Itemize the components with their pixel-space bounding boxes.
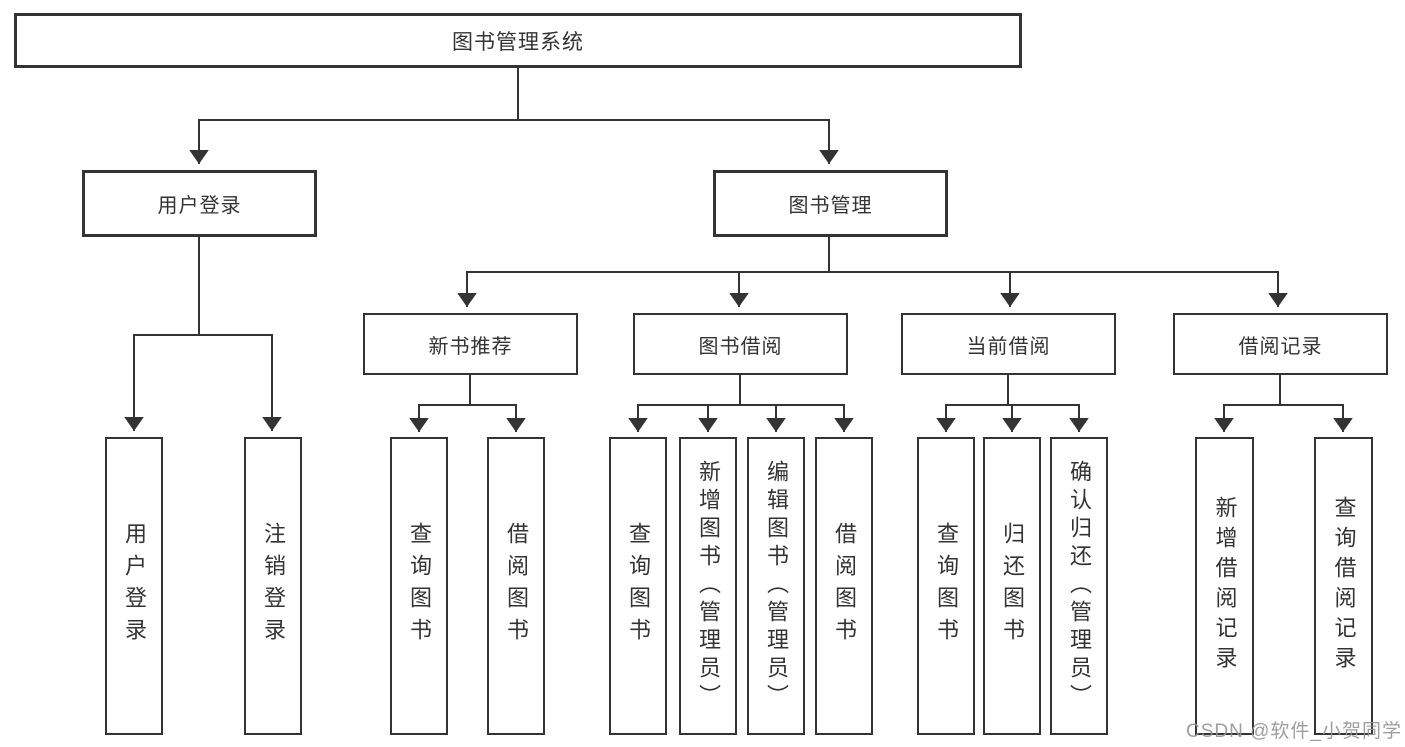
leaf-user-login: 用户登录 [105, 437, 163, 735]
leaf-current-return-books: 归还图书 [983, 437, 1041, 735]
node-book-borrowing: 图书借阅 [633, 313, 848, 375]
leaf-borrow-borrow-books: 借阅图书 [815, 437, 873, 735]
node-borrowing-records: 借阅记录 [1173, 313, 1388, 375]
leaf-logout-login: 注销登录 [244, 437, 302, 735]
watermark: CSDN @软件_小贺同学 [1186, 721, 1402, 742]
leaf-borrow-edit-books: 编辑图书（管理员） [747, 437, 805, 735]
node-book-management: 图书管理 [713, 170, 948, 237]
node-root: 图书管理系统 [14, 13, 1022, 68]
leaf-records-add-record: 新增借阅记录 [1195, 437, 1254, 735]
leaf-borrow-query-books: 查询图书 [609, 437, 667, 735]
leaf-current-query-books: 查询图书 [917, 437, 975, 735]
leaf-recommend-borrow-books: 借阅图书 [487, 437, 545, 735]
node-new-book-recommend: 新书推荐 [363, 313, 578, 375]
node-current-borrowing: 当前借阅 [901, 313, 1116, 375]
leaf-borrow-add-books: 新增图书（管理员） [679, 437, 737, 735]
node-user-login: 用户登录 [82, 170, 317, 237]
leaf-recommend-query-books: 查询图书 [390, 437, 448, 735]
leaf-current-confirm-return: 确认归还（管理员） [1050, 437, 1108, 735]
leaf-records-query-record: 查询借阅记录 [1314, 437, 1373, 735]
